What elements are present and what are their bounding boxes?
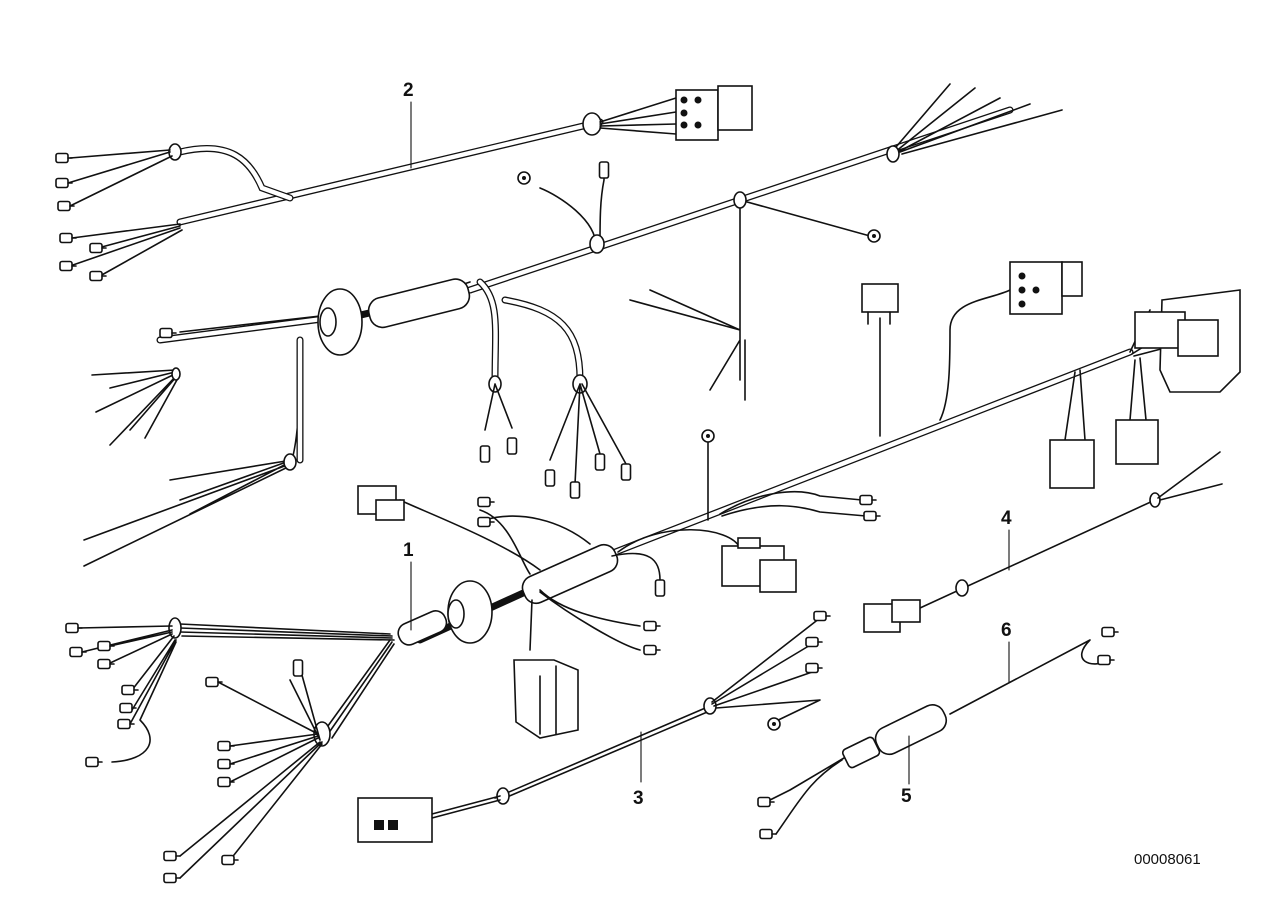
callout-leaders bbox=[410, 101, 1010, 785]
callout-4: 4 bbox=[1001, 508, 1012, 529]
callout-6: 6 bbox=[1001, 620, 1012, 641]
harness-3 bbox=[357, 610, 831, 843]
harness-4 bbox=[863, 451, 1223, 633]
harness-2 bbox=[55, 85, 753, 282]
upper-main-harness bbox=[83, 83, 1063, 567]
callout-5: 5 bbox=[901, 786, 912, 807]
document-number: 00008061 bbox=[1134, 851, 1201, 868]
callout-2: 2 bbox=[403, 80, 414, 101]
callout-1: 1 bbox=[403, 540, 414, 561]
harness-5-6 bbox=[757, 626, 1119, 840]
callout-3: 3 bbox=[633, 788, 644, 809]
harness-1 bbox=[65, 261, 1241, 884]
